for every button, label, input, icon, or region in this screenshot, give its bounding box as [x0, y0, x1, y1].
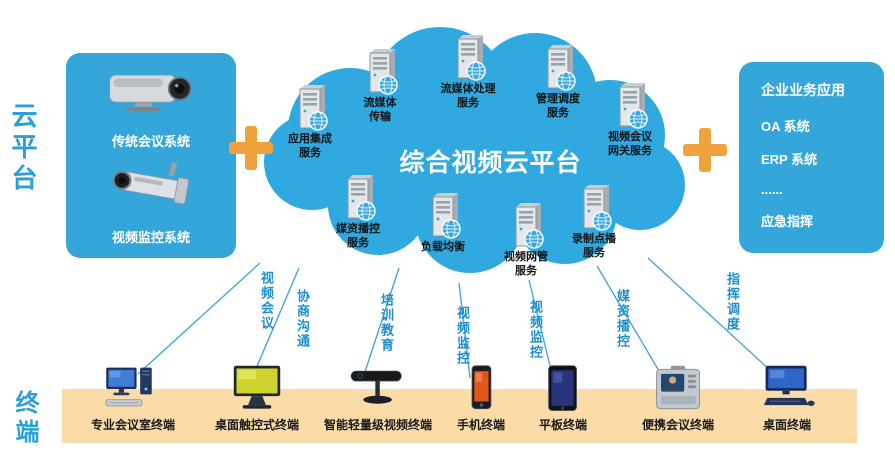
- plus-icon: [683, 128, 727, 172]
- terminal-label: 便携会议终端: [641, 418, 714, 432]
- terminal-item: 桌面终端: [723, 364, 851, 433]
- business-apps-panel: 企业业务应用 OA 系统 ERP 系统 ...... 应急指挥: [739, 62, 884, 253]
- business-app-item: ERP 系统: [761, 152, 818, 167]
- terminal-label: 专业会议室终端: [90, 418, 175, 432]
- cloud-service: 负载均衡: [401, 192, 485, 255]
- service-label: 应用集成服务: [288, 133, 332, 159]
- smart-video-bar-icon: [349, 364, 407, 414]
- connection-line: [251, 267, 300, 379]
- tablet-icon: [534, 364, 592, 414]
- terminal-item: 便携会议终端: [614, 364, 742, 433]
- terminal-label: 平板终端: [538, 418, 587, 432]
- service-label: 录制点播服务: [572, 233, 616, 259]
- terminal-label: 手机终端: [456, 418, 505, 432]
- cloud-service: 媒资播控服务: [316, 174, 400, 251]
- terminal-item: 智能轻量级视频终端: [314, 364, 442, 433]
- server-icon: [340, 174, 376, 222]
- terminal-label: 桌面终端: [762, 418, 811, 432]
- cloud-service: 流媒体传输: [338, 48, 422, 125]
- connection-line: [137, 262, 261, 375]
- terminal-item: 专业会议室终端: [69, 364, 197, 433]
- desktop-pc-icon: [758, 364, 816, 414]
- plus-icon: [229, 126, 273, 170]
- service-label: 媒资播控服务: [336, 223, 380, 249]
- terminal-item: 桌面触控式终端: [193, 364, 321, 433]
- service-label: 流媒体处理服务: [440, 83, 496, 109]
- cloud-service: 管理调度服务: [516, 44, 600, 121]
- terminal-item: 平板终端: [499, 364, 627, 433]
- connection-label: 视频监控: [455, 306, 470, 366]
- connection-line: [362, 267, 400, 379]
- server-icon: [292, 84, 328, 132]
- service-label: 视频网管服务: [504, 251, 548, 277]
- terminal-band: [62, 389, 857, 443]
- connection-label: 视频会议: [259, 271, 274, 331]
- service-label: 管理调度服务: [536, 93, 580, 119]
- connection-label: 指挥调度: [725, 272, 740, 332]
- server-icon: [540, 44, 576, 92]
- cloud-shape: [264, 27, 685, 273]
- service-label: 视频会议网关服务: [608, 131, 652, 157]
- side-label-cloud-platform: 云平台: [8, 102, 38, 195]
- server-icon: [576, 184, 612, 232]
- terminal-item: 手机终端: [417, 364, 545, 433]
- business-app-item: ......: [761, 182, 783, 197]
- cctv-camera-icon: [93, 161, 209, 215]
- conference-room-pc-icon: [104, 364, 162, 414]
- connection-line: [528, 279, 554, 379]
- server-icon: [362, 48, 398, 96]
- connection-label: 媒资播控: [615, 289, 630, 349]
- server-icon: [508, 202, 544, 250]
- legacy-item-label: 视频监控系统: [111, 229, 190, 245]
- service-label: 负载均衡: [421, 241, 465, 253]
- connection-label: 视频监控: [528, 300, 543, 360]
- connection-label: 培训教育: [379, 293, 394, 353]
- connection-line: [596, 265, 663, 377]
- portable-terminal-icon: [649, 364, 707, 414]
- server-icon: [612, 82, 648, 130]
- legacy-item-label: 传统会议系统: [111, 133, 190, 149]
- side-label-terminal: 终端: [11, 390, 38, 448]
- cloud-title: 综合视频云平台: [399, 149, 582, 177]
- terminal-label: 智能轻量级视频终端: [323, 418, 432, 432]
- touch-monitor-icon: [228, 364, 286, 414]
- cloud-service: 流媒体处理服务: [426, 34, 510, 111]
- service-label: 流媒体传输: [363, 97, 397, 123]
- cloud-service: 录制点播服务: [552, 184, 636, 261]
- terminal-label: 桌面触控式终端: [214, 418, 299, 432]
- server-icon: [425, 192, 461, 240]
- cloud-service: 视频网管服务: [484, 202, 568, 279]
- server-icon: [450, 34, 486, 82]
- panel-title: 企业业务应用: [761, 82, 845, 98]
- cloud-service: 视频会议网关服务: [588, 82, 672, 159]
- connection-lines: [137, 257, 773, 379]
- connection-line: [647, 257, 773, 373]
- connection-line: [458, 282, 471, 379]
- legacy-systems-panel: 传统会议系统 视频监控系统: [66, 53, 236, 258]
- cloud-service: 应用集成服务: [268, 84, 352, 161]
- business-app-item: 应急指挥: [761, 214, 814, 229]
- connection-label: 协商沟通: [295, 289, 310, 349]
- business-app-item: OA 系统: [761, 119, 810, 134]
- conference-camera-icon: [93, 65, 209, 119]
